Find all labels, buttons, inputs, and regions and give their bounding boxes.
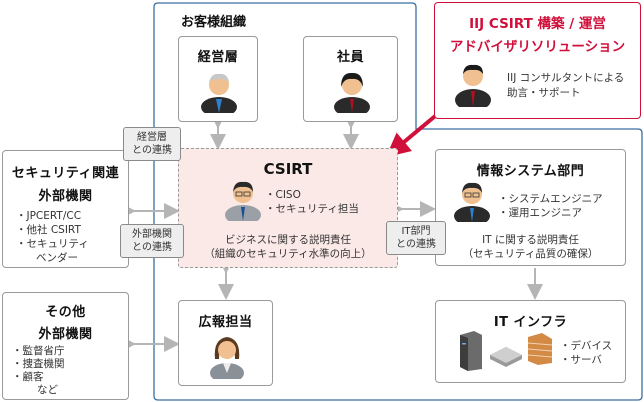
server-icon (460, 331, 482, 371)
it-link-label: IT部門 との連携 (386, 221, 446, 255)
employee-person-icon (334, 72, 370, 113)
info-systems-title: 情報システム部門 (476, 164, 585, 179)
iij-title-line1: IIJ CSIRT 構築 / 運営 (469, 16, 606, 32)
security-external-item: JPCERT/CC (16, 209, 128, 223)
security-external-title-1: セキュリティ関連 (11, 166, 120, 181)
security-external-title-2: 外部機関 (38, 189, 93, 204)
management-link-label: 経営層 との連携 (123, 127, 181, 161)
other-external-box[interactable]: その他 外部機関 監督省庁 捜査機関 顧客 など (2, 292, 129, 400)
info-systems-box[interactable]: 情報システム部門 システムエンジニア 運用エンジニア IT に関する説明責任 （… (435, 149, 626, 266)
csirt-desc-line1: ビジネスに関する説明責任 (225, 234, 351, 246)
pr-box[interactable]: 広報担当 (178, 300, 273, 386)
other-external-title-2: 外部機関 (38, 327, 93, 342)
arrow-iij-csirt (385, 110, 442, 158)
customer-org-border (153, 2, 643, 401)
csirt-title: CSIRT (263, 160, 313, 178)
security-external-item: 他社 CSIRT (16, 223, 128, 237)
pr-person-icon (210, 337, 244, 379)
customer-org-label: お客様組織 (181, 15, 247, 30)
firewall-icon (527, 333, 553, 365)
router-icon (490, 347, 522, 367)
info-systems-member: システムエンジニア (498, 192, 603, 206)
csirt-box[interactable]: CSIRT CISO セキュリティ担当 ビジネスに関する説明責任 （組織のセキュ… (178, 148, 398, 268)
executive-person-icon (201, 73, 237, 113)
external-link-label: 外部機関 との連携 (120, 224, 184, 258)
employees-box[interactable]: 社員 (303, 36, 398, 122)
other-external-etc: など (37, 384, 58, 396)
other-external-item: 顧客 (12, 371, 128, 384)
it-infra-title: IT インフラ (493, 315, 568, 330)
iij-desc-line1: IIJ コンサルタントによる (507, 72, 625, 84)
iij-desc-line2: 助言・サポート (507, 87, 581, 99)
management-title: 経営層 (197, 50, 239, 65)
other-external-item: 捜査機関 (12, 358, 128, 371)
iij-advisory-box[interactable]: IIJ CSIRT 構築 / 運営 アドバイザリソリューション IIJ コンサル… (434, 2, 641, 119)
csirt-person-icon (225, 181, 261, 221)
management-box[interactable]: 経営層 (178, 36, 258, 122)
it-infra-item: サーバ (560, 353, 612, 367)
info-systems-person-icon (454, 182, 490, 222)
csirt-member: セキュリティ担当 (265, 202, 359, 216)
csirt-member: CISO (265, 188, 359, 202)
employees-title: 社員 (336, 50, 364, 65)
consultant-person-icon (455, 64, 491, 107)
other-external-title-1: その他 (45, 305, 86, 320)
info-systems-desc-line1: IT に関する説明責任 (482, 234, 579, 246)
it-infra-box[interactable]: IT インフラ デバイス サーバ (435, 300, 626, 383)
info-systems-member: 運用エンジニア (498, 206, 603, 220)
security-external-item-cont: ベンダー (36, 252, 78, 264)
security-external-box[interactable]: セキュリティ関連 外部機関 JPCERT/CC 他社 CSIRT セキュリティ … (2, 150, 129, 268)
info-systems-desc-line2: （セキュリティ品質の確保） (462, 248, 599, 260)
iij-title-line2: アドバイザリソリューション (449, 39, 626, 55)
other-external-item: 監督省庁 (12, 345, 128, 358)
csirt-desc-line2: （組織のセキュリティ水準の向上） (204, 248, 372, 260)
pr-title: 広報担当 (198, 315, 253, 330)
security-external-item: セキュリティ (16, 237, 128, 251)
it-infra-item: デバイス (560, 339, 613, 353)
